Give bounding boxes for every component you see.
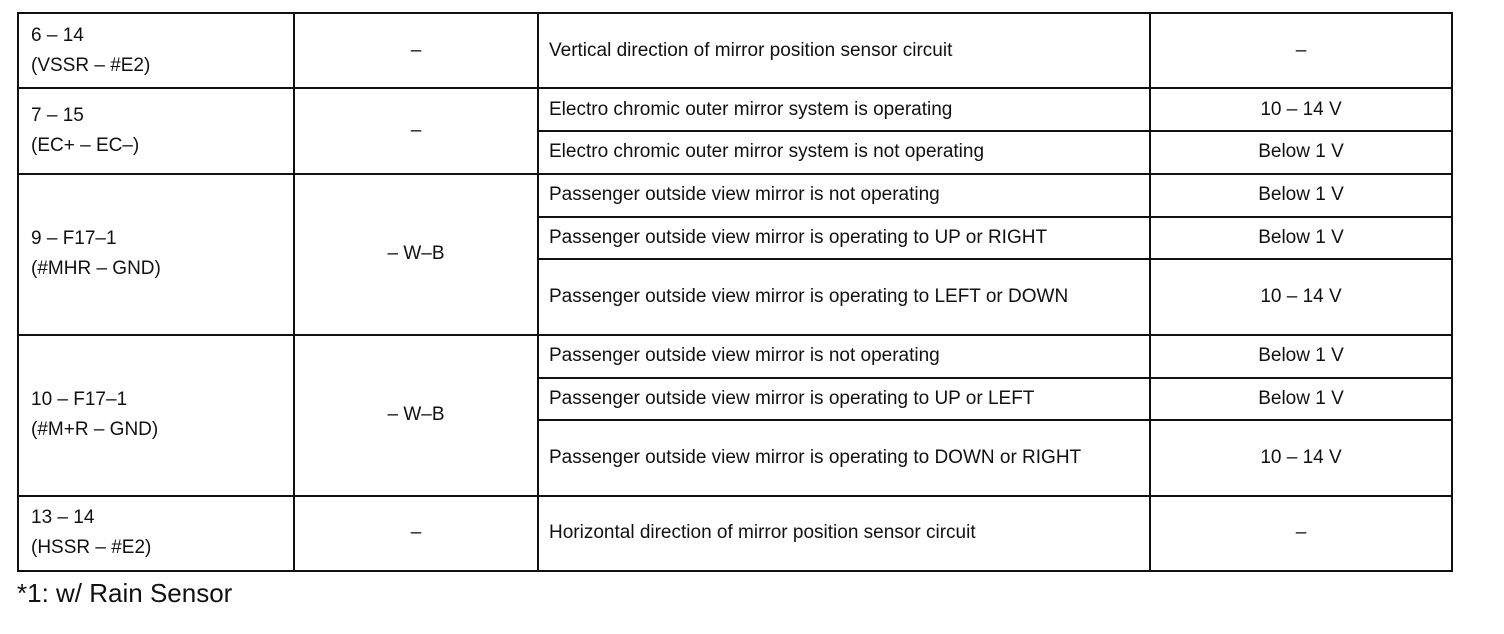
specified-value-cell: Below 1 V bbox=[1149, 333, 1453, 379]
table-row: 9 – F17–1 (#MHR – GND) – W–B Passenger o… bbox=[17, 172, 1453, 336]
wiring-color-cell: – W–B bbox=[293, 172, 539, 336]
terminal-symbol: (HSSR – #E2) bbox=[31, 537, 152, 559]
table-row: Electro chromic outer mirror system is n… bbox=[18, 130, 1453, 175]
condition-cell: Passenger outside view mirror is operati… bbox=[537, 419, 1151, 497]
table-row: 6 – 14 (VSSR – #E2) – Vertical direction… bbox=[17, 11, 1453, 90]
table-row: 7 – 15 (EC+ – EC–) – Electro chromic out… bbox=[17, 87, 1453, 175]
condition-cell: Electro chromic outer mirror system is n… bbox=[537, 130, 1151, 175]
condition-cell: Horizontal direction of mirror position … bbox=[537, 494, 1151, 573]
terminal-cell: 7 – 15 (EC+ – EC–) bbox=[17, 87, 295, 175]
table-row: Passenger outside view mirror is operati… bbox=[18, 419, 1453, 497]
condition-cell: Electro chromic outer mirror system is o… bbox=[537, 87, 1151, 133]
terminal-cell: 10 – F17–1 (#M+R – GND) bbox=[17, 333, 295, 497]
wiring-color-cell: – bbox=[293, 11, 539, 90]
wiring-color-cell: – bbox=[293, 494, 539, 573]
wiring-color-cell: – W–B bbox=[293, 333, 539, 497]
specified-value-cell: 10 – 14 V bbox=[1149, 258, 1453, 336]
wiring-color-cell: – bbox=[293, 87, 539, 175]
terminal-cell: 13 – 14 (HSSR – #E2) bbox=[17, 494, 295, 573]
terminal-number: 9 – F17–1 bbox=[31, 228, 117, 250]
condition-cell: Vertical direction of mirror position se… bbox=[537, 11, 1151, 90]
specified-value-cell: – bbox=[1149, 494, 1453, 573]
table-row: 10 – F17–1 (#M+R – GND) – W–B Passenger … bbox=[17, 333, 1453, 497]
table-row: 13 – 14 (HSSR – #E2) – Horizontal direct… bbox=[17, 494, 1453, 573]
terminal-voltage-table: 6 – 14 (VSSR – #E2) – Vertical direction… bbox=[17, 11, 1453, 573]
terminal-cell: 6 – 14 (VSSR – #E2) bbox=[17, 11, 295, 90]
terminal-number: 7 – 15 bbox=[31, 105, 84, 127]
specified-value-cell: – bbox=[1149, 11, 1453, 90]
terminal-symbol: (VSSR – #E2) bbox=[31, 54, 151, 76]
terminal-symbol: (#MHR – GND) bbox=[31, 258, 161, 280]
terminal-number: 10 – F17–1 bbox=[31, 389, 128, 411]
terminal-cell: 9 – F17–1 (#MHR – GND) bbox=[17, 172, 295, 336]
table-row: Passenger outside view mirror is operati… bbox=[18, 376, 1453, 422]
table-row: Passenger outside view mirror is operati… bbox=[18, 258, 1453, 336]
terminal-symbol: (EC+ – EC–) bbox=[31, 135, 140, 157]
specified-value-cell: 10 – 14 V bbox=[1149, 419, 1453, 497]
specified-value-cell: Below 1 V bbox=[1149, 215, 1453, 261]
terminal-symbol: (#M+R – GND) bbox=[31, 419, 159, 441]
terminal-number: 13 – 14 bbox=[31, 507, 95, 529]
specified-value-cell: Below 1 V bbox=[1149, 376, 1453, 422]
condition-cell: Passenger outside view mirror is operati… bbox=[537, 376, 1151, 422]
table-row: Passenger outside view mirror is operati… bbox=[18, 215, 1453, 261]
condition-cell: Passenger outside view mirror is not ope… bbox=[537, 172, 1151, 218]
specified-value-cell: Below 1 V bbox=[1149, 130, 1453, 175]
terminal-number: 6 – 14 bbox=[31, 24, 84, 46]
specified-value-cell: 10 – 14 V bbox=[1149, 87, 1453, 133]
condition-cell: Passenger outside view mirror is not ope… bbox=[537, 333, 1151, 379]
specified-value-cell: Below 1 V bbox=[1149, 172, 1453, 218]
condition-cell: Passenger outside view mirror is operati… bbox=[537, 258, 1151, 336]
condition-cell: Passenger outside view mirror is operati… bbox=[537, 215, 1151, 261]
footnote: *1: w/ Rain Sensor bbox=[17, 578, 233, 608]
